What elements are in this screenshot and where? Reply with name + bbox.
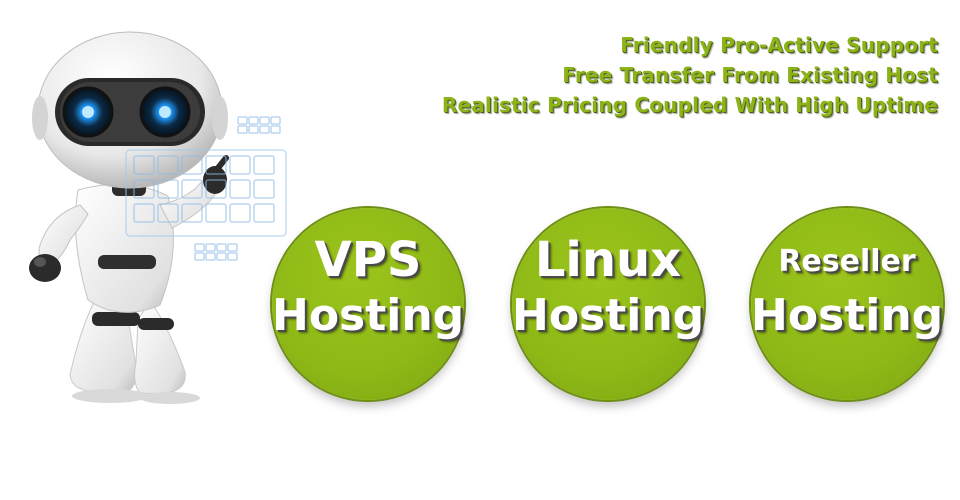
circle-line-top: VPS: [314, 232, 422, 288]
tagline-transfer: Free Transfer From Existing Host: [562, 63, 938, 87]
circle-line-top: Linux: [534, 232, 682, 288]
circle-line-top: Reseller: [778, 244, 916, 279]
holographic-keypad-icon: [125, 116, 287, 261]
robot-mascot-icon: [29, 31, 229, 404]
vps-hosting-button[interactable]: VPS Hosting: [272, 208, 464, 400]
reseller-hosting-button[interactable]: Reseller Hosting: [751, 208, 943, 400]
tagline-pricing: Realistic Pricing Coupled With High Upti…: [441, 93, 938, 117]
circle-line-bottom: Hosting: [272, 290, 465, 341]
tagline-support: Friendly Pro-Active Support: [620, 33, 938, 57]
circle-line-bottom: Hosting: [512, 290, 705, 341]
circle-line-bottom: Hosting: [751, 290, 944, 341]
tagline-list: Friendly Pro-Active Support Free Transfe…: [442, 30, 938, 120]
linux-hosting-button[interactable]: Linux Hosting: [512, 208, 704, 400]
